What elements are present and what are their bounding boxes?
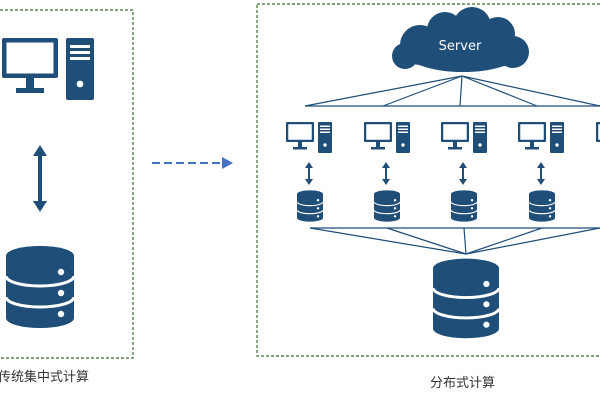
computer-icon (286, 122, 332, 153)
database-connector-lines (309, 227, 600, 255)
double-arrow-icon (459, 162, 467, 185)
database-icon (6, 246, 74, 328)
centralized-panel (0, 9, 134, 359)
small-double-arrows (305, 162, 545, 185)
computer-icon (364, 122, 410, 153)
database-icon (297, 190, 323, 222)
server-label: Server (439, 39, 482, 54)
double-arrow-icon (33, 145, 47, 212)
database-icon (529, 190, 555, 222)
dashed-arrow-icon (152, 157, 233, 169)
double-arrow-icon (382, 162, 390, 185)
computer-icon (596, 122, 600, 153)
distributed-caption: 分布式计算 (430, 376, 496, 391)
double-arrow-icon (537, 162, 545, 185)
double-arrow-icon (305, 162, 313, 185)
computer-icon (2, 38, 94, 100)
database-icon (374, 190, 400, 222)
cloud-icon (392, 7, 529, 72)
central-database-icon (433, 257, 499, 340)
computer-icon (441, 122, 487, 153)
centralized-caption: 传统集中式计算 (0, 370, 90, 385)
cloud-connector-lines (304, 75, 600, 107)
computer-icon (518, 122, 564, 153)
distributed-panel (256, 3, 600, 357)
database-icon (451, 190, 477, 222)
